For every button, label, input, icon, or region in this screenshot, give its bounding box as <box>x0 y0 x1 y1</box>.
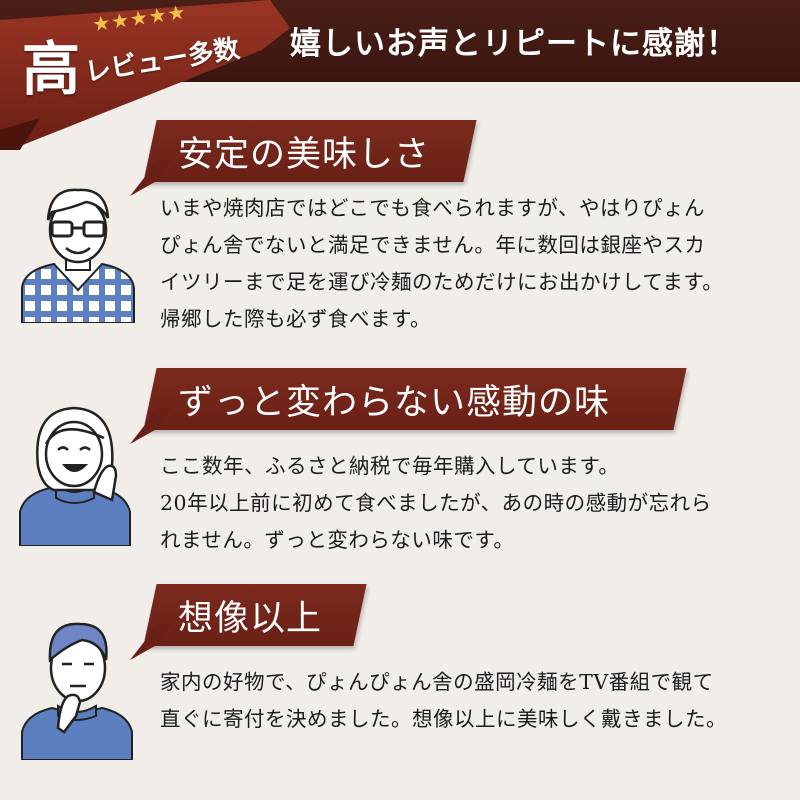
smiling-woman-icon <box>19 406 131 546</box>
review-line: 帰郷した際も必ず食べます。 <box>160 307 431 331</box>
man-glasses-checked-shirt-icon <box>21 188 135 323</box>
review-text: 家内の好物で、ぴょんぴょん舎の盛岡冷麺をTV番組で観て 直ぐに寄付を決めました。… <box>160 664 727 738</box>
badge-high: 高 <box>22 35 81 103</box>
review-text: いまや焼肉店ではどこでも食べられますが、やはりぴょん ぴょん舎でないと満足できま… <box>160 190 723 338</box>
ribbon-badge <box>0 0 290 150</box>
banner-pointer <box>130 160 170 196</box>
banner-pointer <box>130 624 170 660</box>
review-line: れません。ずっと変わらない味です。 <box>160 528 515 552</box>
page-title: 嬉しいお声とリピートに感謝！ <box>290 26 738 62</box>
review-line: ここ数年、ふるさと納税で毎年購入しています。 <box>160 454 620 478</box>
review-line: いまや焼肉店ではどこでも食べられますが、やはりぴょん <box>160 196 705 220</box>
thinking-man-icon <box>21 622 133 760</box>
review-line: 家内の好物で、ぴょんぴょん舎の盛岡冷麺をTV番組で観て <box>160 670 714 694</box>
banner-pointer <box>130 408 170 444</box>
review-title: ずっと変わらない感動の味 <box>178 383 611 423</box>
review-text: ここ数年、ふるさと納税で毎年購入しています。 20年以上前に初めて食べましたが、… <box>160 448 712 559</box>
review-line: ぴょん舎でないと満足できません。年に数回は銀座やスカ <box>160 233 706 257</box>
review-line: 直ぐに寄付を決めました。想像以上に美味しく戴きました。 <box>160 707 727 731</box>
review-title: 想像以上 <box>178 599 323 639</box>
review-title: 安定の美味しさ <box>178 135 431 175</box>
review-line: イツリーまで足を運び冷麺のためだけにお出かけしてます。 <box>160 270 724 294</box>
review-line: 20年以上前に初めて食べましたが、あの時の感動が忘れら <box>160 491 712 515</box>
